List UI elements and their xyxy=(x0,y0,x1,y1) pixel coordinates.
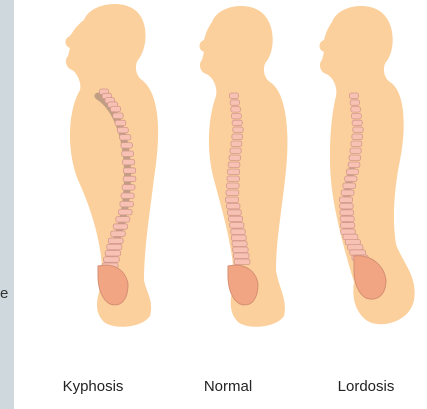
label-kyphosis: Kyphosis xyxy=(38,378,148,395)
vertebra xyxy=(232,241,247,247)
vertebra xyxy=(351,113,361,119)
vertebra xyxy=(123,159,135,165)
vertebra xyxy=(113,224,127,230)
vertebra xyxy=(228,162,240,168)
vertebra xyxy=(227,176,239,182)
kyphosis-figure xyxy=(32,0,168,330)
vertebra xyxy=(340,203,353,209)
vertebra xyxy=(225,197,238,203)
vertebra xyxy=(346,169,358,175)
vertebra xyxy=(341,229,356,235)
vertebra xyxy=(230,100,239,106)
vertebra xyxy=(231,141,242,147)
background-text-fragment: e xyxy=(0,283,14,307)
vertebra xyxy=(121,143,133,149)
vertebra xyxy=(230,148,241,154)
vertebra xyxy=(350,100,359,106)
vertebra xyxy=(352,120,362,126)
vertebra xyxy=(233,247,248,253)
vertebra xyxy=(228,169,240,175)
vertebra xyxy=(116,217,130,223)
vertebra xyxy=(226,190,239,196)
vertebra xyxy=(105,251,120,257)
vertebra xyxy=(226,183,239,189)
vertebra xyxy=(340,210,354,216)
vertebra xyxy=(345,239,360,245)
vertebra xyxy=(104,257,120,263)
vertebra xyxy=(234,259,250,265)
vertebra xyxy=(111,231,126,237)
vertebra xyxy=(231,235,246,241)
vertebra xyxy=(123,176,136,182)
label-lordosis: Lordosis xyxy=(311,378,421,395)
vertebra xyxy=(117,127,128,132)
vertebra xyxy=(229,216,243,222)
vertebra xyxy=(120,135,131,141)
label-normal: Normal xyxy=(173,378,283,395)
vertebra xyxy=(232,120,242,126)
vertebra xyxy=(122,151,134,157)
vertebra xyxy=(343,234,358,240)
vertebra xyxy=(108,238,123,244)
vertebra xyxy=(232,134,243,140)
vertebra xyxy=(228,210,242,216)
vertebra xyxy=(351,107,361,113)
vertebra xyxy=(115,120,126,126)
vertebra xyxy=(118,209,132,215)
vertebra xyxy=(231,229,246,235)
vertebra xyxy=(121,193,134,199)
vertebra xyxy=(120,201,133,207)
vertebra xyxy=(350,93,359,99)
vertebra xyxy=(343,183,356,189)
vertebra xyxy=(113,113,123,119)
vertebra xyxy=(233,127,243,133)
vertebra xyxy=(347,245,362,251)
normal-figure xyxy=(172,0,308,330)
vertebra xyxy=(230,93,239,99)
vertebra xyxy=(350,148,361,154)
vertebra xyxy=(107,244,122,250)
vertebra xyxy=(349,155,361,161)
lordosis-figure xyxy=(302,0,427,330)
vertebra xyxy=(353,127,363,133)
vertebra xyxy=(231,113,241,119)
vertebra xyxy=(229,155,241,161)
vertebra xyxy=(352,134,363,140)
vertebra xyxy=(123,168,135,174)
vertebra xyxy=(350,250,366,256)
vertebra xyxy=(341,190,354,196)
vertebra xyxy=(122,185,135,191)
vertebra xyxy=(348,162,360,168)
vertebra xyxy=(230,223,244,229)
vertebra xyxy=(233,253,249,259)
vertebra xyxy=(340,216,354,222)
vertebra xyxy=(110,106,120,112)
vertebra xyxy=(340,223,354,229)
vertebra xyxy=(231,107,241,113)
vertebra xyxy=(351,141,362,147)
vertebra xyxy=(339,197,352,203)
vertebra xyxy=(345,176,357,182)
vertebra xyxy=(226,203,239,209)
